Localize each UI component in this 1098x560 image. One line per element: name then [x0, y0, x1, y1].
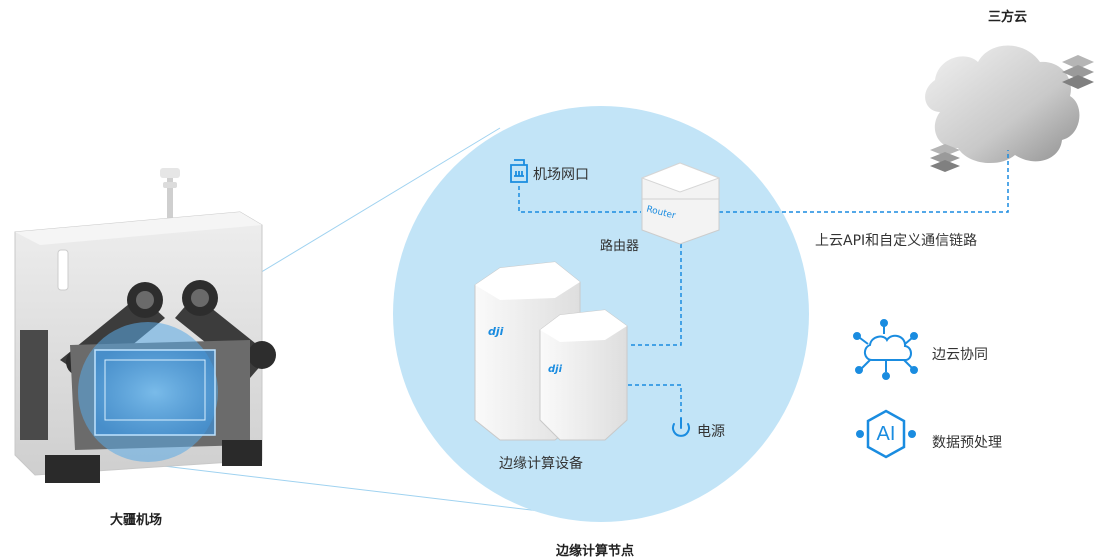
layers-icon-right — [1062, 55, 1094, 89]
ethernet-port-icon — [510, 159, 528, 183]
link-lines — [518, 150, 1009, 412]
edge-node-title: 边缘计算节点 — [556, 544, 635, 559]
svg-text:dji: dji — [548, 364, 563, 375]
svg-text:dji: dji — [488, 325, 504, 338]
layers-icon-left — [930, 144, 960, 172]
dock-illustration — [14, 168, 276, 483]
power-icon — [672, 417, 690, 437]
edge-device-label: 边缘计算设备 — [499, 456, 583, 472]
edge-device-front: dji — [539, 309, 628, 441]
cloud-illustration — [925, 45, 1094, 172]
ai-badge-text: AI — [876, 423, 896, 445]
dock-network-port-label: 机场网口 — [533, 167, 589, 183]
power-label: 电源 — [697, 424, 725, 440]
zoom-line-bottom — [129, 461, 599, 519]
data-preprocess-label: 数据预处理 — [932, 435, 1002, 451]
dock-title: 大疆机场 — [110, 513, 163, 528]
ai-hexagon-icon — [856, 409, 916, 459]
edge-cloud-collab-label: 边云协同 — [932, 347, 988, 363]
cloud-link-label: 上云API和自定义通信链路 — [815, 233, 978, 249]
router-device — [640, 162, 721, 245]
cloud-title: 三方云 — [988, 10, 1028, 25]
router-label: 路由器 — [600, 239, 640, 254]
cloud-network-icon — [853, 319, 918, 380]
